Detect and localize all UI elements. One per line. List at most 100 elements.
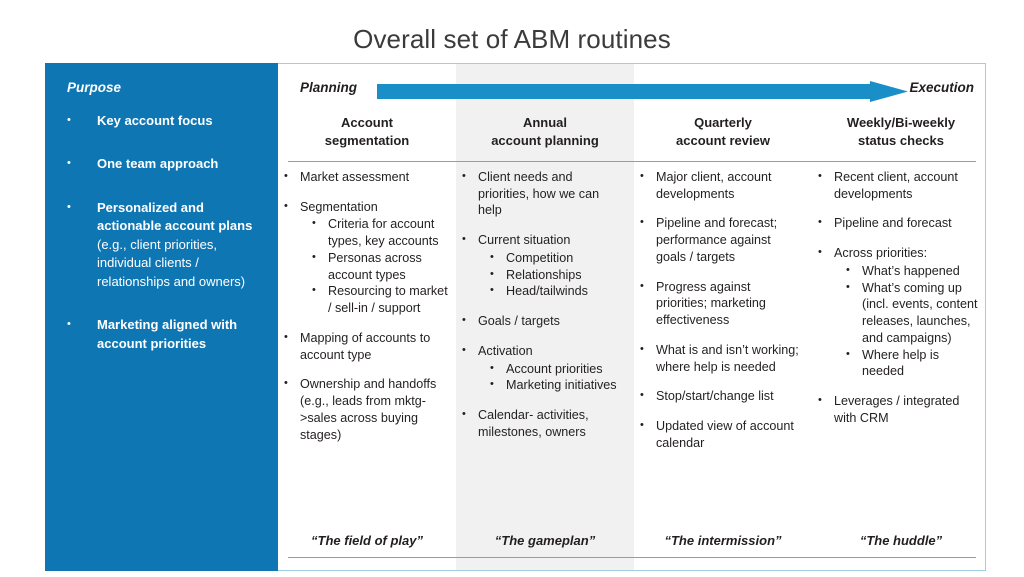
routine-sub-list: • Criteria for account types, key account… xyxy=(284,216,448,316)
bullet-glyph-icon: • xyxy=(640,342,644,355)
routine-sub-bullet: •Account priorities xyxy=(462,361,626,378)
column-header: Account segmentation xyxy=(278,114,456,149)
bullet-glyph-icon: • xyxy=(490,267,494,280)
bullet-glyph-icon: • xyxy=(640,170,644,182)
purpose-item: •Personalized and actionable account pla… xyxy=(67,199,264,291)
header-divider xyxy=(288,161,976,162)
column-footer-nickname: “The gameplan” xyxy=(494,533,596,548)
right-arrow-icon xyxy=(377,81,908,102)
routine-bullet-label: Leverages / integrated with CRM xyxy=(834,394,960,425)
bullet-glyph-icon: • xyxy=(490,250,494,263)
routine-bullet-label: Progress against priorities; marketing e… xyxy=(656,279,766,328)
bullet-glyph-icon: • xyxy=(284,170,288,182)
bullet-glyph-icon: • xyxy=(67,318,71,331)
routine-bullet: •Across priorities: xyxy=(818,245,982,262)
routine-bullet-label: Stop/start/change list xyxy=(656,389,774,404)
bullet-glyph-icon: • xyxy=(312,284,316,297)
routine-sub-bullet: • What’s coming up (incl. events, content… xyxy=(818,280,982,347)
routine-sub-bullet-label: Relationships xyxy=(506,267,582,282)
routine-bullet: •Updated view of account calendar xyxy=(640,418,804,451)
routine-bullet-label: Market assessment xyxy=(300,170,410,184)
purpose-item-bold: Marketing aligned with account prioritie… xyxy=(97,317,238,351)
routine-column: •Major client, account developments•Pipe… xyxy=(634,169,812,465)
column-header-line1: Quarterly xyxy=(694,115,752,130)
purpose-sidebar: Purpose •Key account focus•One team appr… xyxy=(45,63,278,571)
routine-bullet-label: Current situation xyxy=(478,233,571,248)
bullet-glyph-icon: • xyxy=(846,280,850,293)
column-header-line2: segmentation xyxy=(324,132,410,148)
routine-bullet-label: Pipeline and forecast; performance again… xyxy=(656,216,778,264)
purpose-item-detail: (e.g., client priorities, individual cli… xyxy=(97,236,246,289)
routine-bullet: • Goals / targets xyxy=(462,313,626,330)
purpose-item-label: Marketing aligned with account prioritie… xyxy=(97,316,264,353)
routine-sub-list: •Account priorities• Marketing initiative… xyxy=(462,361,626,394)
routine-sub-bullet: • Relationships xyxy=(462,267,626,284)
routine-sub-bullet-label: Competition xyxy=(506,250,574,265)
routine-sub-bullet: • Competition xyxy=(462,250,626,267)
bullet-glyph-icon: • xyxy=(490,284,494,297)
bullet-glyph-icon: • xyxy=(67,114,71,126)
routine-bullet-label: Goals / targets xyxy=(478,314,560,329)
purpose-heading: Purpose xyxy=(67,80,122,95)
bullet-glyph-icon: • xyxy=(284,377,288,390)
bullet-glyph-icon: • xyxy=(640,216,644,229)
routine-bullet: • Leverages / integrated with CRM xyxy=(818,393,982,426)
bullet-glyph-icon: • xyxy=(462,233,466,246)
routine-bullet-label: Pipeline and forecast xyxy=(834,216,952,231)
routine-bullet: • Current situation xyxy=(462,232,626,249)
timeline-right-label: Execution xyxy=(909,80,974,95)
purpose-item-bold: Personalized and actionable account plan… xyxy=(97,199,253,234)
routine-sub-bullet-label: Resourcing to market / sell-in / support xyxy=(328,284,448,316)
routine-bullet-label: Activation xyxy=(478,343,533,358)
routine-sub-list: • Competition • Relationships • Head/tailwind… xyxy=(462,250,626,300)
routine-sub-bullet: • Where help is needed xyxy=(818,347,982,380)
bullet-glyph-icon: • xyxy=(490,361,494,374)
routine-sub-bullet-label: Marketing initiatives xyxy=(506,378,617,393)
routine-sub-bullet-label: Where help is needed xyxy=(862,347,939,379)
routine-bullet: •Calendar- activities, milestones, owner… xyxy=(462,407,626,440)
routine-sub-bullet: • Marketing initiatives xyxy=(462,377,626,394)
purpose-item-label: Personalized and actionable account plan… xyxy=(97,199,264,291)
bullet-glyph-icon: • xyxy=(846,347,850,360)
routine-bullet: •Activation xyxy=(462,343,626,360)
purpose-bullet-list: •Key account focus•One team approach•Per… xyxy=(67,112,264,353)
routine-sub-bullet-label: Head/tailwinds xyxy=(506,284,588,299)
purpose-item-label: One team approach xyxy=(97,155,264,173)
column-highlight-band xyxy=(456,64,634,570)
bullet-glyph-icon: • xyxy=(284,199,288,212)
routine-bullet-label: Calendar- activities, milestones, owners xyxy=(478,408,589,439)
column-footer-nickname: “The huddle” xyxy=(859,533,943,548)
routine-sub-bullet: • Resourcing to market / sell-in / suppor… xyxy=(284,283,448,316)
bullet-glyph-icon: • xyxy=(490,378,494,391)
column-header-line1: Weekly/Bi-weekly xyxy=(846,115,956,130)
column-footer-nickname: “The intermission” xyxy=(664,533,782,548)
purpose-item: • Marketing aligned with account prioriti… xyxy=(67,316,264,353)
column-header: Quarterly account review xyxy=(634,114,812,149)
column-header-line1: Account xyxy=(341,115,393,130)
routine-sub-bullet-label: What’s coming up (incl. events, content … xyxy=(862,280,978,345)
routine-sub-bullet-label: What’s happened xyxy=(862,263,960,278)
routine-sub-bullet: •Personas across account types xyxy=(284,250,448,283)
bullet-glyph-icon: • xyxy=(284,330,288,343)
routine-sub-bullet-label: Criteria for account types, key accounts xyxy=(328,217,439,249)
routine-bullet: •Major client, account developments xyxy=(640,169,804,202)
bullet-glyph-icon: • xyxy=(818,394,822,407)
routine-bullet: •What is and isn’t working; where help i… xyxy=(640,342,804,375)
bullet-glyph-icon: • xyxy=(462,314,466,327)
bullet-glyph-icon: • xyxy=(846,263,850,276)
routine-sub-bullet: •Criteria for account types, key account… xyxy=(284,216,448,249)
routine-sub-list: • What’s happened • What’s coming up (incl.… xyxy=(818,263,982,380)
purpose-item-bold: Key account focus xyxy=(97,113,213,128)
routine-bullet-label: Across priorities: xyxy=(834,246,928,261)
routine-bullet: •Progress against priorities; marketing … xyxy=(640,279,804,329)
routine-bullet-label: Updated view of account calendar xyxy=(656,419,794,450)
routine-column: •Client needs and priorities, how we can… xyxy=(456,169,634,465)
timeline-arrow-row: Planning Execution xyxy=(278,75,984,105)
column-header-line2: account review xyxy=(676,132,770,148)
purpose-item: •One team approach xyxy=(67,155,264,173)
routine-bullet: •Stop/start/change list xyxy=(640,388,804,405)
purpose-item: • Key account focus xyxy=(67,112,264,130)
